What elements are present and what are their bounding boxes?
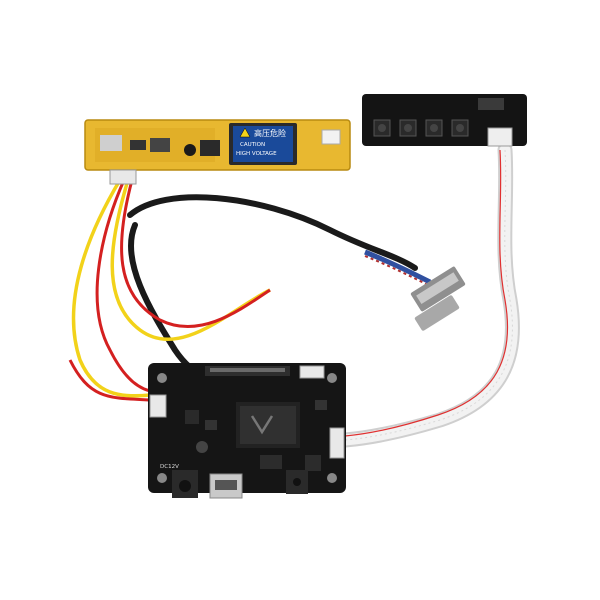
caution-label: CAUTION: [240, 142, 265, 148]
keypad-board: [362, 94, 527, 147]
audio-jack[interactable]: [286, 470, 308, 494]
lvds-connector: [410, 266, 466, 331]
controller-board: DC12V: [148, 363, 346, 499]
inverter-board: 高压危险 CAUTION HIGH VOLTAGE: [84, 119, 351, 185]
transformer: 高压危险 CAUTION HIGH VOLTAGE: [229, 123, 297, 165]
inverter-wires: [68, 179, 271, 402]
dc-label: DC12V: [160, 464, 179, 470]
ribbon-cable: [337, 142, 520, 448]
keypad-buttons: [373, 119, 469, 137]
dc-power-jack[interactable]: [172, 470, 198, 498]
warning-label-cn: 高压危险: [254, 128, 286, 138]
high-voltage-label: HIGH VOLTAGE: [236, 151, 277, 157]
main-chip: [236, 402, 300, 448]
hdmi-port[interactable]: [209, 473, 243, 499]
